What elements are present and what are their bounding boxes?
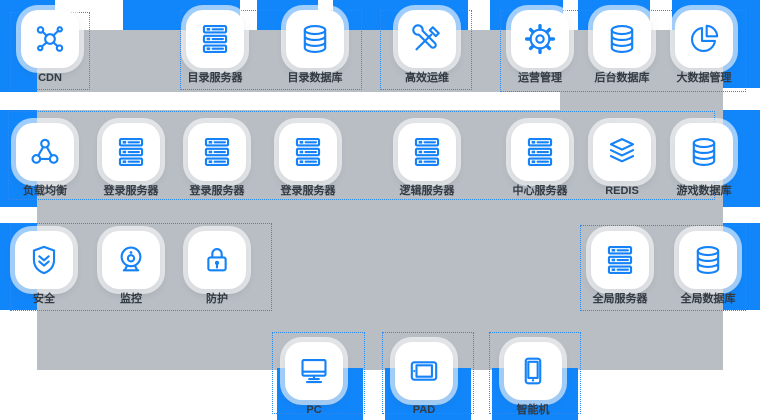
node-label: 登录服务器	[103, 185, 159, 197]
node-database[interactable]	[675, 123, 733, 181]
shield-icon	[32, 245, 56, 275]
server-icon	[204, 138, 230, 166]
load-balancer-icon	[31, 138, 59, 164]
pad-icon	[410, 361, 438, 381]
node-database[interactable]	[679, 231, 737, 289]
pie-chart-icon	[691, 24, 719, 52]
node-server[interactable]	[188, 123, 246, 181]
pc-icon	[301, 359, 327, 384]
node-server[interactable]	[511, 123, 569, 181]
node-label: 登录服务器	[280, 185, 336, 197]
node-cdn[interactable]	[21, 10, 79, 68]
node-label: CDN	[38, 72, 62, 84]
group-phone	[489, 332, 581, 414]
node-phone[interactable]	[504, 342, 562, 400]
node-gear[interactable]	[511, 10, 569, 68]
node-database[interactable]	[593, 10, 651, 68]
server-icon	[118, 138, 144, 166]
group-directory	[180, 10, 362, 90]
node-server[interactable]	[279, 123, 337, 181]
cdn-icon	[36, 26, 64, 52]
node-ops-tools[interactable]	[398, 10, 456, 68]
node-label: 游戏数据库	[676, 185, 732, 197]
node-label: 运营管理	[518, 72, 562, 84]
node-pc[interactable]	[285, 342, 343, 400]
node-label: 目录数据库	[287, 72, 343, 84]
webcam-icon	[120, 246, 142, 272]
node-server[interactable]	[186, 10, 244, 68]
server-icon	[414, 138, 440, 166]
database-icon	[692, 138, 716, 166]
gear-icon	[524, 23, 556, 55]
node-label: 监控	[120, 293, 142, 305]
database-icon	[303, 25, 327, 53]
node-server[interactable]	[102, 123, 160, 181]
node-label: 逻辑服务器	[399, 185, 455, 197]
node-label: 全局数据库	[680, 293, 736, 305]
node-server[interactable]	[591, 231, 649, 289]
node-label: 大数据管理	[676, 72, 732, 84]
redis-icon	[609, 138, 635, 163]
node-server[interactable]	[398, 123, 456, 181]
node-redis[interactable]	[593, 123, 651, 181]
server-icon	[527, 138, 553, 166]
lock-icon	[207, 248, 227, 272]
server-icon	[202, 25, 228, 53]
database-icon	[610, 25, 634, 53]
node-label: 负载均衡	[23, 185, 67, 197]
node-label: 后台数据库	[594, 72, 650, 84]
node-label: 高效运维	[405, 72, 449, 84]
group-pad	[382, 332, 474, 414]
node-label: REDIS	[605, 185, 639, 197]
node-lock[interactable]	[188, 231, 246, 289]
node-pad[interactable]	[395, 342, 453, 400]
node-webcam[interactable]	[102, 231, 160, 289]
node-database[interactable]	[286, 10, 344, 68]
node-pie-chart[interactable]	[675, 10, 733, 68]
phone-icon	[524, 357, 542, 385]
group-pc	[272, 332, 365, 414]
node-label: PC	[306, 404, 322, 416]
group-global	[580, 225, 746, 311]
node-label: 目录服务器	[187, 72, 243, 84]
server-icon	[295, 138, 321, 166]
node-label: 登录服务器	[189, 185, 245, 197]
row-gap-band	[0, 92, 560, 110]
node-label: 全局服务器	[592, 293, 648, 305]
node-label: 智能机	[516, 404, 550, 416]
node-load-balancer[interactable]	[16, 123, 74, 181]
ops-tools-icon	[412, 24, 440, 51]
node-label: PAD	[412, 404, 436, 416]
database-icon	[696, 246, 720, 274]
node-shield[interactable]	[15, 231, 73, 289]
node-label: 安全	[33, 293, 55, 305]
node-label: 中心服务器	[512, 185, 568, 197]
group-security	[10, 223, 272, 311]
server-icon	[607, 246, 633, 274]
node-label: 防护	[206, 293, 228, 305]
